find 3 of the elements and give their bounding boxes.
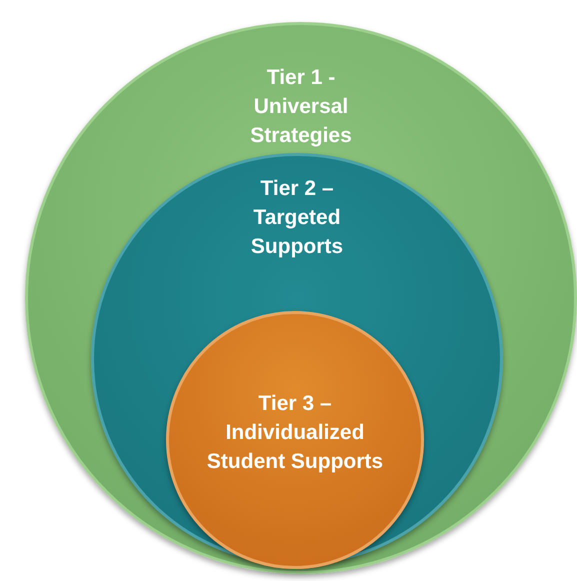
tier-label: Tier 1 - Universal Strategies xyxy=(249,65,353,149)
tier-label: Tier 3 – Individualized Student Supports xyxy=(206,391,384,475)
tier-label: Tier 2 – Targeted Supports xyxy=(250,176,344,260)
